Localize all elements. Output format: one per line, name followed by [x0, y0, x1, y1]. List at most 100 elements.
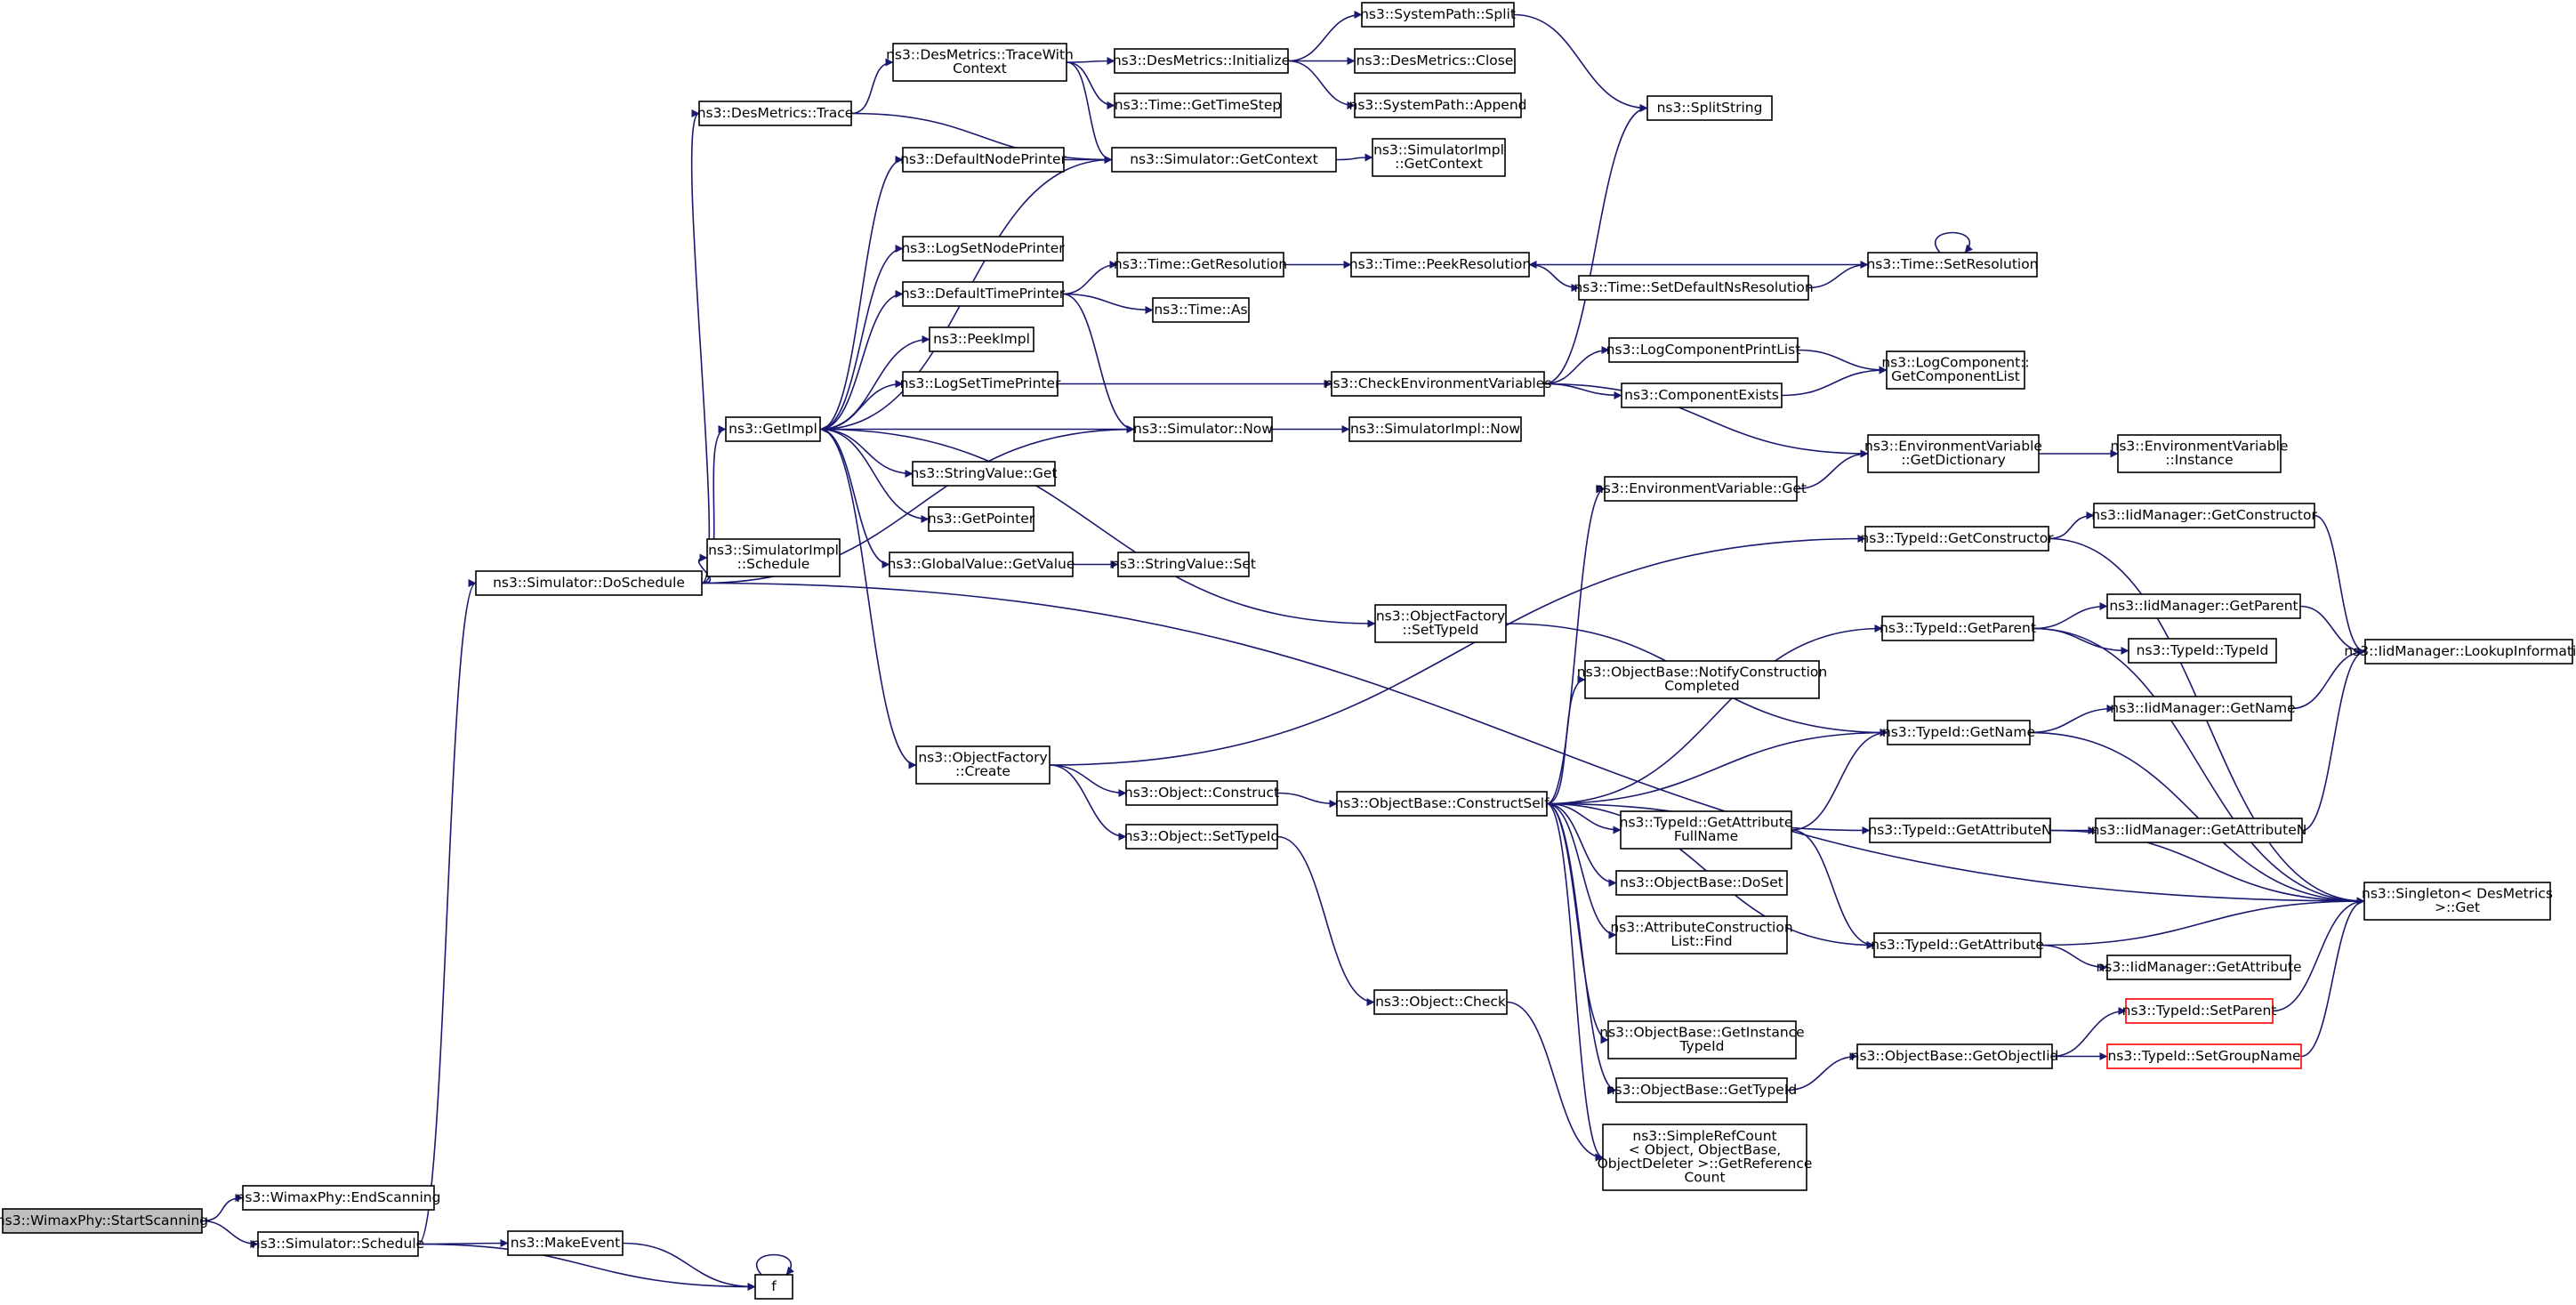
node-ns3-simulatorimpl-getcontext[interactable]: ns3::SimulatorImpl::GetContext [1372, 138, 1506, 177]
node-ns3-wimaxphy-endscanning[interactable]: ns3::WimaxPhy::EndScanning [237, 1185, 441, 1211]
node-ns3-typeid-getconstructor[interactable]: ns3::TypeId::GetConstructor [1860, 526, 2054, 552]
node-ns3-object-construct[interactable]: ns3::Object::Construct [1124, 780, 1279, 806]
node-ns3-typeid-setgroupname[interactable]: ns3::TypeId::SetGroupName [2106, 1043, 2302, 1069]
node-ns3-logcomponent-getcomponentlist[interactable]: ns3::LogComponent::GetComponentList [1881, 350, 2030, 390]
node-ns3-time-as[interactable]: ns3::Time::As [1152, 297, 1250, 323]
node-label: ns3::DesMetrics::Trace [697, 105, 854, 121]
node-label: ns3::EnvironmentVariable::Get [1595, 480, 1807, 496]
node-ns3-objectbase-doset[interactable]: ns3::ObjectBase::DoSet [1615, 870, 1788, 896]
node-box [1114, 93, 1282, 118]
node-ns3-getimpl[interactable]: ns3::GetImpl [725, 416, 821, 442]
edge-layer [201, 11, 2366, 1291]
node-ns3-defaultnodeprinter[interactable]: ns3::DefaultNodePrinter [900, 147, 1067, 173]
node-f[interactable]: f [754, 1274, 793, 1300]
node-ns3-typeid-getparent[interactable]: ns3::TypeId::GetParent [1880, 616, 2036, 641]
node-ns3-objectbase-notifyconstruction-completed[interactable]: ns3::ObjectBase::NotifyConstructionCompl… [1577, 660, 1827, 699]
node-ns3-checkenvironmentvariables[interactable]: ns3::CheckEnvironmentVariables [1324, 371, 1552, 397]
node-ns3-simulatorimpl-now[interactable]: ns3::SimulatorImpl::Now [1348, 416, 1522, 442]
node-ns3-objectbase-constructself[interactable]: ns3::ObjectBase::ConstructSelf [1334, 791, 1550, 817]
node-label: ns3::EnvironmentVariable [1864, 439, 2042, 455]
node-ns3-time-setdefaultnsresolution[interactable]: ns3::Time::SetDefaultNsResolution [1574, 275, 1814, 301]
node-ns3-globalvalue-getvalue[interactable]: ns3::GlobalValue::GetValue [888, 552, 1075, 577]
node-ns3-typeid-setparent[interactable]: ns3::TypeId::SetParent [2122, 998, 2277, 1024]
node-ns3-typeid-getattribute[interactable]: ns3::TypeId::GetAttribute [1871, 932, 2044, 958]
node-label: ns3::LogComponent:: [1881, 355, 2029, 371]
node-ns3-simulator-schedule[interactable]: ns3::Simulator::Schedule [252, 1231, 424, 1257]
node-label: ns3::SimulatorImpl [708, 543, 839, 559]
node-label: ::Schedule [737, 556, 810, 572]
node-ns3-typeid-getname[interactable]: ns3::TypeId::GetName [1882, 720, 2035, 745]
node-label: ::SetTypeId [1403, 622, 1479, 638]
node-ns3-defaulttimeprinter[interactable]: ns3::DefaultTimePrinter [901, 281, 1066, 307]
node-ns3-iidmanager-getattribute[interactable]: ns3::IidManager::GetAttribute [2096, 955, 2302, 980]
node-ns3-simplerefcount-object-objectbase-objectdeleter-getreference-count[interactable]: ns3::SimpleRefCount< Object, ObjectBase,… [1598, 1124, 1813, 1191]
node-ns3-iidmanager-getconstructor[interactable]: ns3::IidManager::GetConstructor [2091, 503, 2317, 528]
node-ns3-object-check[interactable]: ns3::Object::Check [1373, 989, 1508, 1015]
node-ns3-environmentvariable-get[interactable]: ns3::EnvironmentVariable::Get [1595, 476, 1807, 502]
node-ns3-componentexists[interactable]: ns3::ComponentExists [1621, 383, 1783, 408]
node-box [1621, 383, 1783, 408]
node-ns3-simulator-getcontext[interactable]: ns3::Simulator::GetContext [1111, 147, 1337, 173]
node-ns3-objectfactory-settypeid[interactable]: ns3::ObjectFactory::SetTypeId [1374, 604, 1507, 643]
node-ns3-objectfactory-create[interactable]: ns3::ObjectFactory::Create [915, 745, 1051, 785]
node-ns3-time-getresolution[interactable]: ns3::Time::GetResolution [1114, 252, 1287, 278]
node-box [507, 1230, 624, 1256]
node-ns3-logsetnodeprinter[interactable]: ns3::LogSetNodePrinter [901, 236, 1065, 262]
node-ns3-logcomponentprintlist[interactable]: ns3::LogComponentPrintList [1606, 337, 1801, 363]
node-box [1615, 915, 1788, 955]
node-ns3-object-settypeid[interactable]: ns3::Object::SetTypeId [1124, 824, 1280, 850]
edge-n35-to-n34 [1807, 261, 1869, 289]
node-label: GetComponentList [1891, 368, 2020, 384]
edge-n12-to-n13 [1066, 61, 1113, 164]
node-label: ns3::ObjectBase::GetInstance [1599, 1025, 1804, 1041]
node-ns3-simulator-doschedule[interactable]: ns3::Simulator::DoSchedule [475, 570, 703, 596]
edge-n45-to-n46 [2048, 512, 2095, 540]
node-ns3-stringvalue-set[interactable]: ns3::StringValue::Set [1111, 552, 1256, 577]
node-box [1620, 810, 1792, 850]
edge-n33-to-n35 [1528, 263, 1580, 292]
node-ns3-time-setresolution[interactable]: ns3::Time::SetResolution [1866, 252, 2039, 278]
node-ns3-stringvalue-get[interactable]: ns3::StringValue::Get [910, 461, 1058, 487]
edge-n64-to-n70 [1506, 1001, 1604, 1162]
node-ns3-getpointer[interactable]: ns3::GetPointer [928, 506, 1035, 532]
node-ns3-typeid-getattributen[interactable]: ns3::TypeId::GetAttributeN [1868, 818, 2052, 843]
node-ns3-peekimpl[interactable]: ns3::PeekImpl [929, 326, 1034, 352]
node-ns3-environmentvariable-instance[interactable]: ns3::EnvironmentVariable::Instance [2111, 434, 2289, 473]
node-ns3-iidmanager-lookupinformation[interactable]: ns3::IidManager::LookupInformation [2344, 639, 2576, 665]
edge-n54-to-n55 [1276, 792, 1338, 808]
node-label: FullName [1674, 828, 1738, 844]
node-ns3-iidmanager-getattributen[interactable]: ns3::IidManager::GetAttributeN [2091, 818, 2307, 843]
node-ns3-environmentvariable-getdictionary[interactable]: ns3::EnvironmentVariable::GetDictionary [1864, 434, 2042, 473]
edge-n59-to-n47 [2301, 648, 2366, 832]
node-ns3-time-gettimestep[interactable]: ns3::Time::GetTimeStep [1114, 93, 1282, 118]
node-box [2, 1208, 203, 1234]
node-ns3-desmetrics-initialize[interactable]: ns3::DesMetrics::Initialize [1113, 48, 1290, 74]
node-ns3-desmetrics-close[interactable]: ns3::DesMetrics::Close [1354, 48, 1516, 74]
edge-n14-to-n16 [1287, 11, 1363, 62]
node-ns3-objectbase-getobjectiid[interactable]: ns3::ObjectBase::GetObjectIid [1851, 1043, 2059, 1069]
node-ns3-iidmanager-getname[interactable]: ns3::IidManager::GetName [2110, 696, 2296, 721]
node-ns3-wimaxphy-startscanning[interactable]: ns3::WimaxPhy::StartScanning [0, 1208, 208, 1234]
node-ns3-systempath-append[interactable]: ns3::SystemPath::Append [1349, 93, 1527, 118]
edge-n16-to-n19 [1513, 13, 1648, 112]
node-ns3-time-peekresolution[interactable]: ns3::Time::PeekResolution [1349, 252, 1531, 278]
node-ns3-logsettimeprinter[interactable]: ns3::LogSetTimePrinter [900, 371, 1061, 397]
node-box [2106, 955, 2291, 980]
node-ns3-objectbase-gettypeid[interactable]: ns3::ObjectBase::GetTypeId [1606, 1077, 1798, 1103]
node-label: ns3::ObjectBase::NotifyConstruction [1577, 665, 1827, 681]
edge-n08-to-n30 [819, 428, 1376, 628]
node-ns3-typeid-typeid[interactable]: ns3::TypeId::TypeId [2128, 638, 2277, 664]
node-ns3-iidmanager-getparent[interactable]: ns3::IidManager::GetParent [2106, 593, 2301, 619]
node-box [1607, 1020, 1797, 1059]
node-ns3-singleton-desmetrics-get[interactable]: ns3::Singleton< DesMetrics >::Get [2362, 882, 2553, 921]
node-ns3-makeevent[interactable]: ns3::MakeEvent [507, 1230, 624, 1256]
node-ns3-systempath-split[interactable]: ns3::SystemPath::Split [1360, 2, 1516, 28]
node-ns3-splitstring[interactable]: ns3::SplitString [1646, 95, 1773, 121]
node-ns3-simulatorimpl-schedule[interactable]: ns3::SimulatorImpl::Schedule [706, 538, 841, 577]
node-ns3-desmetrics-trace[interactable]: ns3::DesMetrics::Trace [697, 101, 854, 126]
node-ns3-simulator-now[interactable]: ns3::Simulator::Now [1133, 416, 1273, 442]
